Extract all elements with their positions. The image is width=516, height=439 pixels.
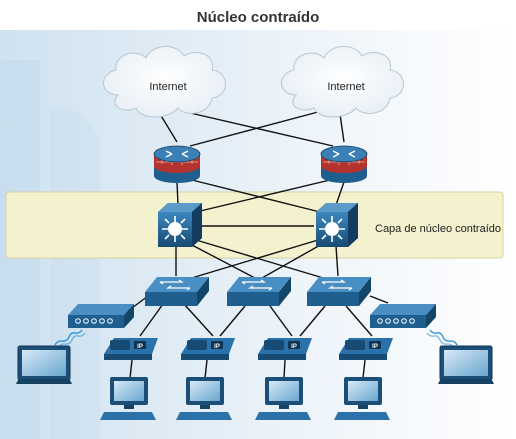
tablet-right: [438, 345, 494, 384]
link-access-1-phone-1: [139, 303, 164, 337]
link-cloud-left-router-left: [159, 113, 178, 143]
link-access-3-ap-right: [369, 295, 389, 304]
link-phone-3-pc-3: [283, 359, 286, 379]
ip-badge-3: IP: [291, 344, 297, 350]
internet-cloud-right: Internet: [281, 46, 404, 118]
pc-3: [255, 377, 311, 420]
core-layer-label: Capa de núcleo contraído: [375, 223, 501, 235]
diagram-title: Núcleo contraído: [196, 9, 320, 26]
wireless-signal-left: [54, 329, 83, 346]
link-cloud-right-router-right: [339, 113, 345, 143]
link-core-right-access-2: [261, 243, 323, 279]
wireless-signal-right: [429, 329, 458, 346]
ip-phone-1: IP: [104, 338, 158, 360]
access-switch-1: [145, 277, 209, 306]
wireless-ap-left: [68, 304, 134, 328]
cloud-left-label: Internet: [149, 81, 186, 93]
link-core-right-access-1: [184, 239, 319, 281]
link-router-left-core-right: [191, 179, 321, 213]
wireless-ap-right: [370, 304, 436, 328]
pc-4: [334, 377, 390, 420]
ip-badge-1: IP: [137, 344, 143, 350]
pc-2: [176, 377, 232, 420]
link-access-1-phone-2: [183, 303, 214, 337]
ip-badge-4: IP: [372, 344, 378, 350]
ip-phone-2: IP: [181, 338, 235, 360]
link-router-left-core-left: [176, 181, 179, 206]
internet-cloud-left: Internet: [103, 46, 226, 118]
link-access-2-phone-2: [219, 305, 246, 337]
link-core-right-access-3: [335, 245, 339, 277]
link-core-left-access-2: [189, 243, 256, 279]
link-access-2-phone-3: [269, 305, 293, 337]
core-switch-right: [316, 203, 358, 247]
ip-phone-4: IP: [339, 338, 393, 360]
link-phone-1-pc-1: [129, 359, 133, 379]
link-phone-2-pc-2: [204, 359, 208, 379]
access-switch-2: [227, 277, 291, 306]
link-access-3-phone-3: [299, 305, 326, 337]
link-core-left-access-3: [195, 239, 331, 281]
link-router-right-core-left: [195, 179, 331, 213]
link-phone-4-pc-4: [362, 359, 366, 379]
ip-phone-3: IP: [258, 338, 312, 360]
router-right: [320, 145, 368, 183]
core-switch-left: [158, 203, 202, 247]
pc-1: [100, 377, 156, 420]
link-router-right-core-right: [335, 181, 345, 206]
link-access-3-phone-4: [345, 305, 373, 337]
router-left: [153, 145, 201, 183]
cloud-right-label: Internet: [327, 81, 364, 93]
ip-badge-2: IP: [214, 344, 220, 350]
access-switch-3: [307, 277, 371, 306]
wireless-signals: [54, 329, 458, 349]
link-cloud-left-router-right: [185, 111, 334, 147]
link-cloud-right-router-left: [189, 111, 319, 147]
tablet-left: [16, 345, 72, 384]
connection-lines: [127, 111, 389, 379]
